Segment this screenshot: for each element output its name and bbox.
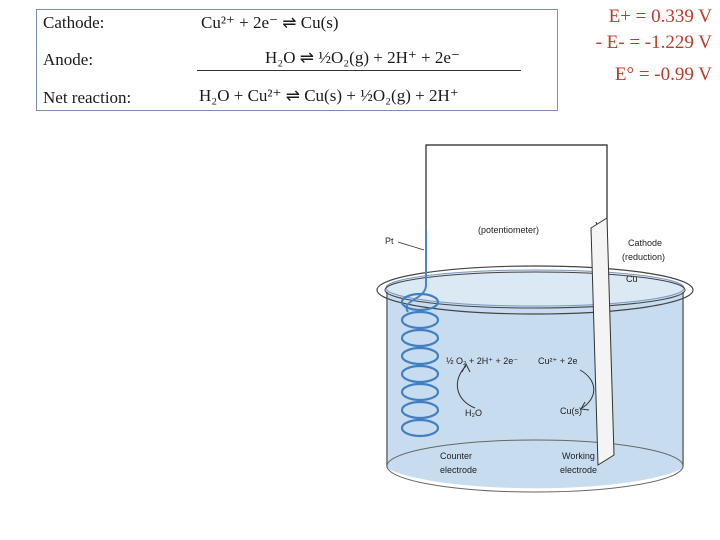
net-label: Net reaction: [43,88,132,107]
pt-label: Pt [385,236,394,246]
e-cell: E° = -0.99 V [614,64,712,85]
counter-electrode-label: electrode [440,465,477,475]
anode-label: Anode: [43,50,94,69]
cathode-diagram-label: Cathode [628,238,662,248]
pt-lead-bend [405,284,427,313]
cathode-equation: Cu²⁺ + 2e⁻ ⇌ Cu(s) [201,13,339,32]
circuit-wire [425,144,608,248]
beaker-bottom [386,439,684,493]
anode-equation: H₂O ⇌ ½O₂(g) + 2H⁺ + 2e⁻ [265,48,460,67]
sum-divider [197,70,521,71]
pt-leader-line [397,241,425,251]
cathode-label: Cathode: [43,13,105,32]
working-electrode-label: electrode [560,465,597,475]
working-label: Working [562,451,595,461]
net-equation: H₂O + Cu²⁺ ⇌ Cu(s) + ½O₂(g) + 2H⁺ [199,86,459,105]
beaker-rim-inner [384,271,686,309]
potentials-panel: E+ = 0.339 V - E- = -1.229 V E° = -0.99 … [552,4,712,88]
counter-label: Counter [440,451,472,461]
beaker-rim-outer [376,265,694,315]
e-plus: E+ = 0.339 V [608,6,712,27]
cu-solid-label: Cu(s) [560,406,582,416]
cu-label: Cu [626,274,638,284]
right-cycle-arrow [579,369,595,409]
pt-coil [400,292,440,438]
e-minus: - E- = -1.229 V [595,32,712,53]
h2o-label: H₂O [465,408,482,418]
potentiometer-label: (potentiometer) [478,225,539,235]
half-reactions-box: Cathode: Cu²⁺ + 2e⁻ ⇌ Cu(s) Anode: H₂O ⇌… [36,9,558,111]
cu-electrode-plate [590,217,615,466]
oxygen-reaction-label: ½ O₂ + 2H⁺ + 2e⁻ [446,356,518,366]
copper-ion-label: Cu²⁺ + 2e [538,356,578,366]
solution-surface [385,269,685,307]
reduction-label: (reduction) [622,252,665,262]
